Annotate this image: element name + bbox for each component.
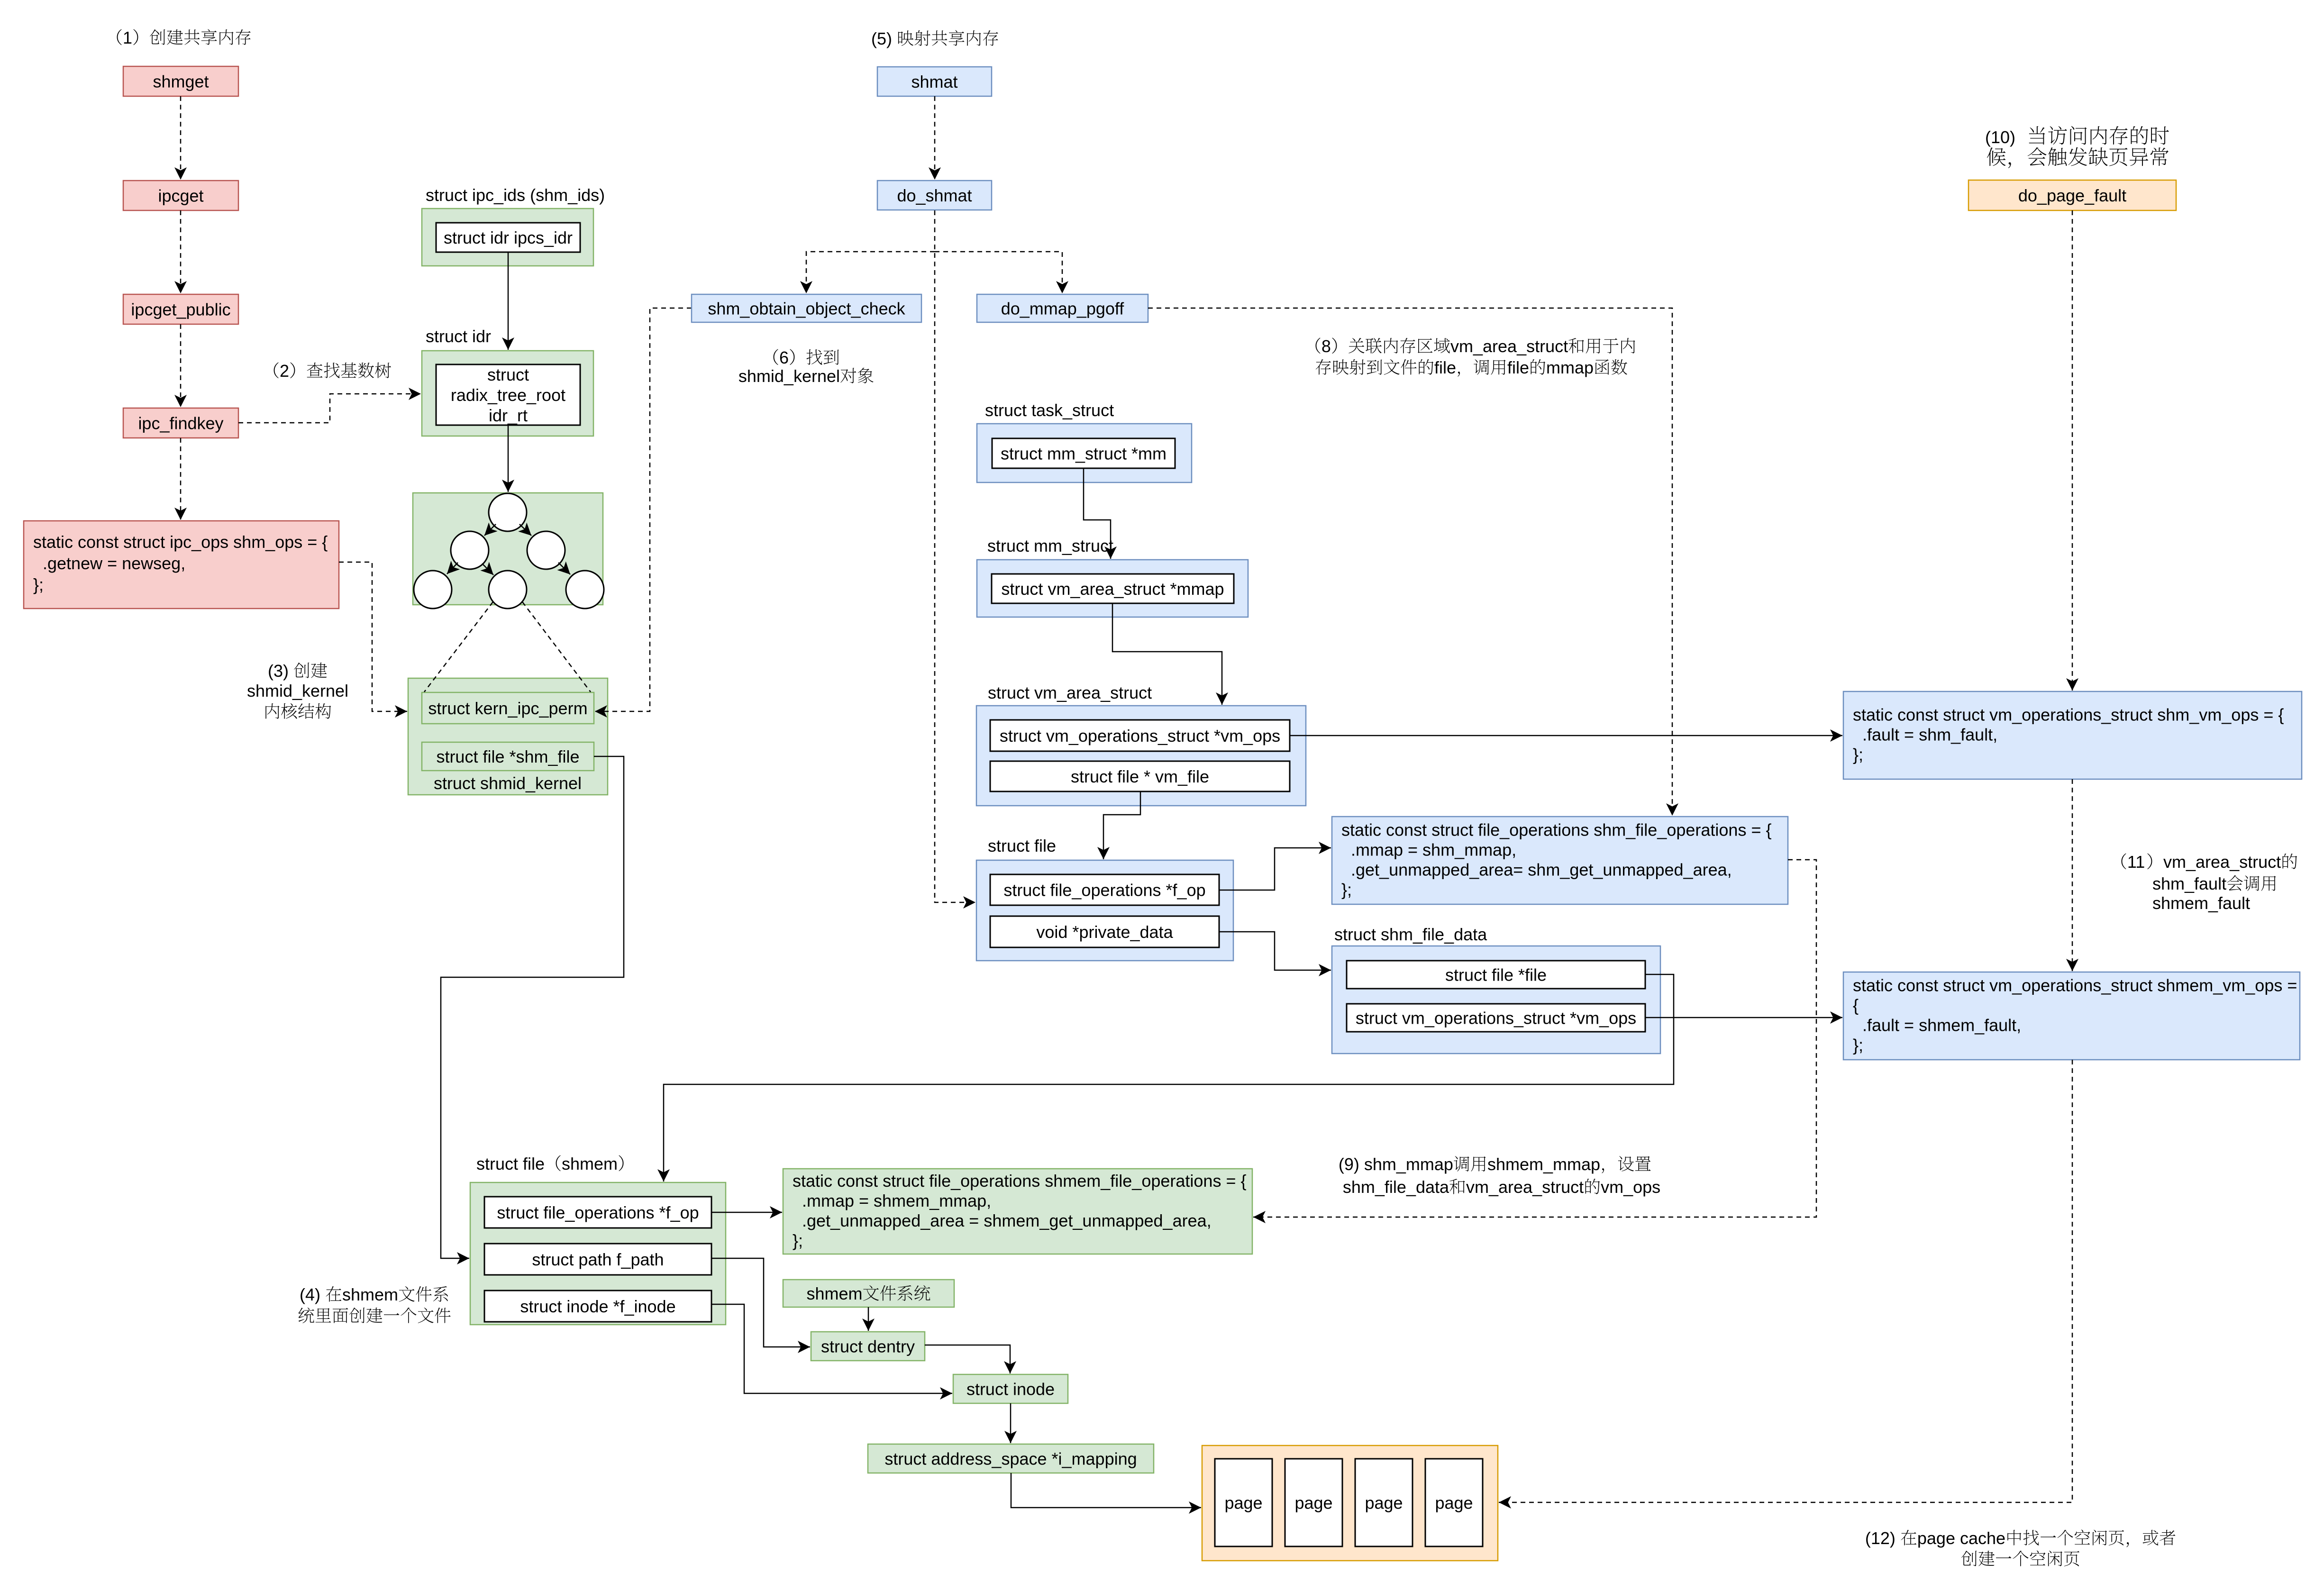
svg-text:struct dentry: struct dentry <box>821 1337 915 1356</box>
svg-text:do_page_fault: do_page_fault <box>2018 186 2126 205</box>
svg-text:{: { <box>1853 996 1859 1015</box>
svg-text:static const struct file_opera: static const struct file_operations shme… <box>793 1171 1247 1191</box>
svg-text:struct file_operations *f_op: struct file_operations *f_op <box>1003 881 1205 900</box>
svg-text:shm_fault: shm_fault <box>2152 874 2226 893</box>
svg-text:file: file <box>1434 358 1456 377</box>
svg-text:radix_tree_root: radix_tree_root <box>451 385 565 405</box>
svg-text:page: page <box>1365 1493 1403 1513</box>
svg-text:};: }; <box>33 575 44 594</box>
svg-text:struct inode: struct inode <box>966 1380 1055 1399</box>
svg-text:page: page <box>1435 1493 1473 1513</box>
svg-text:shmid_kernel: shmid_kernel <box>738 366 840 386</box>
svg-text:file: file <box>1507 358 1529 377</box>
svg-text:(9) shm_mmap: (9) shm_mmap <box>1339 1155 1453 1174</box>
svg-text:.fault = shmem_fault,: .fault = shmem_fault, <box>1853 1016 2021 1035</box>
svg-text:struct file * vm_file: struct file * vm_file <box>1071 767 1209 786</box>
svg-text:.getnew = newseg,: .getnew = newseg, <box>33 554 185 573</box>
svg-text:ipcget: ipcget <box>158 186 203 206</box>
svg-text:struct file: struct file <box>988 836 1056 855</box>
svg-text:(5): (5) <box>871 29 892 48</box>
svg-text:idr_rt: idr_rt <box>489 406 528 425</box>
svg-text:(12): (12) <box>1865 1528 1896 1548</box>
svg-text:struct ipc_ids (shm_ids): struct ipc_ids (shm_ids) <box>426 185 605 205</box>
svg-text:do_mmap_pgoff: do_mmap_pgoff <box>1001 299 1125 318</box>
svg-text:struct mm_struct *mm: struct mm_struct *mm <box>1001 444 1167 464</box>
svg-text:6: 6 <box>779 348 789 367</box>
svg-text:struct vm_area_struct *mmap: struct vm_area_struct *mmap <box>1001 579 1224 599</box>
svg-text:struct task_struct: struct task_struct <box>985 400 1114 420</box>
svg-text:ipcget_public: ipcget_public <box>131 300 230 319</box>
svg-text:(10): (10) <box>1985 127 2015 147</box>
svg-text:.fault = shm_fault,: .fault = shm_fault, <box>1853 725 1997 745</box>
svg-text:.get_unmapped_area= shm_get_un: .get_unmapped_area= shm_get_unmapped_are… <box>1341 860 1732 880</box>
svg-text:vm_area_struct: vm_area_struct <box>1450 336 1568 356</box>
svg-text:};: }; <box>1853 745 1863 764</box>
svg-text:struct idr: struct idr <box>426 327 491 346</box>
svg-text:(3): (3) <box>268 661 289 681</box>
svg-text:page: page <box>1224 1493 1262 1513</box>
svg-text:page: page <box>1294 1493 1332 1513</box>
svg-text:.get_unmapped_area = shmem_get: .get_unmapped_area = shmem_get_unmapped_… <box>793 1211 1212 1230</box>
svg-text:struct kern_ipc_perm: struct kern_ipc_perm <box>428 699 587 718</box>
svg-text:shm_file_data: shm_file_data <box>1343 1177 1449 1197</box>
svg-text:shmat: shmat <box>911 72 957 91</box>
svg-text:struct path f_path: struct path f_path <box>532 1250 664 1269</box>
svg-text:vm_area_struct: vm_area_struct <box>2163 852 2281 872</box>
svg-text:struct file *file: struct file *file <box>1445 965 1547 985</box>
svg-text:struct file: struct file <box>476 1154 545 1173</box>
svg-text:shmem: shmem <box>562 1154 618 1173</box>
svg-text:shmem_mmap: shmem_mmap <box>1487 1155 1600 1174</box>
svg-text:8: 8 <box>1321 336 1331 356</box>
svg-text:struct address_space *i_mappin: struct address_space *i_mapping <box>884 1449 1137 1469</box>
svg-text:ipc_findkey: ipc_findkey <box>138 414 223 433</box>
svg-text:.mmap = shmem_mmap,: .mmap = shmem_mmap, <box>793 1191 991 1210</box>
svg-text:1: 1 <box>123 28 132 47</box>
svg-text:struct mm_struct: struct mm_struct <box>987 536 1113 555</box>
svg-text:static const struct vm_operati: static const struct vm_operations_struct… <box>1853 976 2297 995</box>
svg-text:struct: struct <box>487 365 529 384</box>
svg-text:mmap: mmap <box>1546 358 1594 377</box>
svg-text:struct idr ipcs_idr: struct idr ipcs_idr <box>444 228 573 247</box>
svg-text:static const struct vm_operati: static const struct vm_operations_struct… <box>1853 705 2284 725</box>
svg-text:struct vm_operations_struct *v: struct vm_operations_struct *vm_ops <box>1000 726 1280 745</box>
svg-text:shmem_fault: shmem_fault <box>2152 893 2250 913</box>
svg-text:};: }; <box>793 1231 803 1250</box>
svg-text:page cache: page cache <box>1917 1528 2005 1548</box>
svg-text:2: 2 <box>280 361 289 381</box>
svg-text:};: }; <box>1853 1036 1863 1055</box>
svg-text:.mmap = shm_mmap,: .mmap = shm_mmap, <box>1341 840 1516 860</box>
svg-text:vm_ops: vm_ops <box>1601 1177 1660 1197</box>
svg-text:shmget: shmget <box>153 72 209 91</box>
svg-text:struct vm_area_struct: struct vm_area_struct <box>988 683 1152 702</box>
svg-text:static const struct ipc_ops sh: static const struct ipc_ops shm_ops = { <box>33 532 328 552</box>
svg-text:struct shm_file_data: struct shm_file_data <box>1334 925 1487 944</box>
svg-text:void *private_data: void *private_data <box>1036 922 1173 942</box>
svg-text:shmem: shmem <box>342 1285 398 1304</box>
svg-text:(4): (4) <box>300 1285 320 1304</box>
svg-text:struct inode *f_inode: struct inode *f_inode <box>520 1297 675 1316</box>
svg-text:shmid_kernel: shmid_kernel <box>247 681 348 700</box>
svg-text:struct file_operations *f_op: struct file_operations *f_op <box>497 1203 699 1222</box>
svg-text:vm_area_struct: vm_area_struct <box>1466 1177 1584 1197</box>
svg-text:11: 11 <box>2127 852 2145 872</box>
svg-text:shm_obtain_object_check: shm_obtain_object_check <box>708 299 905 318</box>
svg-text:do_shmat: do_shmat <box>897 186 972 205</box>
svg-text:struct vm_operations_struct *v: struct vm_operations_struct *vm_ops <box>1356 1009 1636 1028</box>
svg-text:shmem: shmem <box>807 1284 863 1303</box>
svg-text:struct file *shm_file: struct file *shm_file <box>436 747 579 766</box>
svg-text:struct shmid_kernel: struct shmid_kernel <box>434 773 582 793</box>
svg-text:static const struct file_opera: static const struct file_operations shm_… <box>1341 820 1772 840</box>
svg-text:};: }; <box>1341 880 1352 900</box>
